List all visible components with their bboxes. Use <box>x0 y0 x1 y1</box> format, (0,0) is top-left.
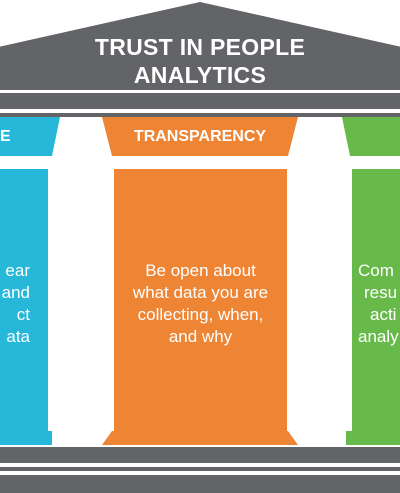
pillar-right-text: Com resu acti analy <box>358 260 400 348</box>
pillar-center-cap-label: TRANSPARENCY <box>133 128 267 145</box>
pillar-left-cap-label: E <box>0 128 11 145</box>
pillar-center-cap-shape <box>102 117 298 156</box>
pillar-right-text-line: resu <box>364 283 398 302</box>
title-line-1: TRUST IN PEOPLE <box>94 34 306 60</box>
title-line-2: ANALYTICS <box>133 62 267 88</box>
pillar-left-text-line: ear <box>5 261 30 280</box>
roof <box>0 2 400 90</box>
bottom-band-3 <box>0 475 400 493</box>
pillar-right-text-line: analy <box>358 327 399 346</box>
pillar-center-text-line: collecting, when, <box>137 305 264 324</box>
pillar-right: Com resu acti analy <box>342 117 400 457</box>
top-band-1 <box>0 93 400 109</box>
top-band-2 <box>0 113 400 117</box>
pillar-center-text: Be open about what data you are collecti… <box>114 260 287 348</box>
pillar-right-base <box>346 431 400 445</box>
pillar-left-shaft <box>0 169 48 431</box>
pillar-left-text: ear and ct ata <box>0 260 30 348</box>
pillar-right-shaft <box>352 169 400 431</box>
pillar-left-cap-shape <box>0 117 60 156</box>
pillar-left-text-line: and <box>1 283 30 302</box>
pillar-center-shaft <box>114 169 287 431</box>
pillar-left: E ear and ct ata <box>0 117 60 457</box>
pillar-right-text-line: Com <box>358 261 394 280</box>
pillar-left-base <box>0 431 52 445</box>
pillar-center-text-line: and why <box>168 327 233 346</box>
pillar-right-cap-shape <box>342 117 400 156</box>
pillar-right-text-line: acti <box>370 305 397 324</box>
pillar-center: TRANSPARENCY Be open about what data you… <box>102 117 298 457</box>
pillar-left-text-line: ata <box>6 327 30 346</box>
pillar-center-text-line: what data you are <box>132 283 269 302</box>
pillar-center-text-line: Be open about <box>145 261 256 280</box>
bottom-band-1 <box>0 447 400 463</box>
bottom-band-2 <box>0 467 400 471</box>
pillar-left-text-line: ct <box>16 305 30 324</box>
pillar-center-base <box>102 431 298 445</box>
